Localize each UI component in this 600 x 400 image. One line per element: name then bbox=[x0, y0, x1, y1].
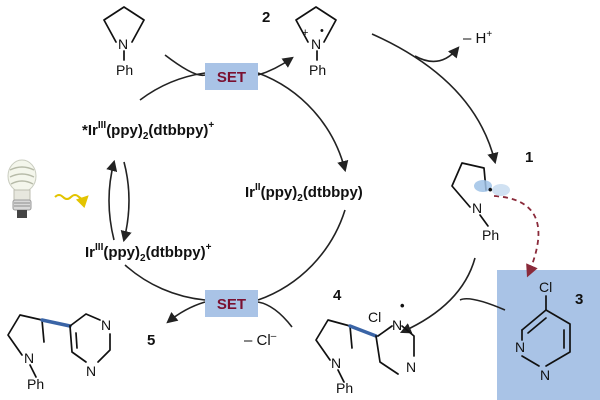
compound-2-pyrrolidine: N Ph bbox=[103, 6, 145, 78]
compound-number-5: 5 bbox=[147, 332, 155, 349]
excitation-arrow-up bbox=[106, 159, 118, 241]
atom-n: N bbox=[24, 350, 34, 366]
atom-n: N bbox=[392, 317, 402, 333]
heteroarene-join-arrow bbox=[459, 297, 506, 311]
atom-n: N bbox=[406, 359, 416, 375]
catalyst-ground-label: IrIII(ppy)2(dtbbpy)+ bbox=[85, 242, 212, 264]
pyrrolidine-radical-cation: N + • Ph bbox=[295, 6, 337, 78]
set-box-top: SET bbox=[205, 63, 258, 90]
radical-trajectory-dashed bbox=[493, 195, 540, 278]
atom-n: N bbox=[515, 339, 525, 355]
atom-n: N bbox=[540, 367, 550, 383]
set-label-top: SET bbox=[217, 69, 246, 86]
atom-cl: Cl bbox=[368, 309, 381, 325]
radical-dot: • bbox=[400, 298, 405, 313]
atom-ph: Ph bbox=[309, 62, 326, 78]
set-bottom-curve-in bbox=[257, 301, 293, 328]
atom-n: N bbox=[101, 317, 111, 333]
set-label-bottom: SET bbox=[217, 296, 246, 313]
catalyst-excited-label: *IrIII(ppy)2(dtbbpy)+ bbox=[82, 120, 214, 142]
compound-number-3: 3 bbox=[575, 291, 583, 308]
compound-number-2: 2 bbox=[262, 9, 270, 26]
chloride-loss-label: – Cl– bbox=[244, 331, 277, 349]
atom-ph: Ph bbox=[116, 62, 133, 78]
compound-3-chloropyrimidine: Cl N N bbox=[515, 279, 571, 383]
compound-5-product: N Ph N N bbox=[7, 313, 111, 392]
cycle-arc-right bbox=[257, 72, 349, 173]
cycle-arc-right-lower bbox=[257, 209, 346, 301]
atom-cl: Cl bbox=[539, 279, 552, 295]
atom-n: N bbox=[86, 363, 96, 379]
set-box-bottom: SET bbox=[205, 290, 258, 317]
atom-ph: Ph bbox=[482, 227, 499, 243]
light-bulb-icon bbox=[7, 159, 37, 218]
radical-dot: • bbox=[320, 25, 324, 37]
relaxation-arrow-down bbox=[120, 161, 132, 243]
atom-ph: Ph bbox=[27, 376, 44, 392]
compound-1-alpha-amino-radical: N Ph • bbox=[451, 162, 510, 243]
radical-addition-arrow bbox=[399, 257, 476, 334]
proton-loss-label: – H+ bbox=[463, 29, 492, 47]
cycle-arc-left-upper bbox=[139, 72, 206, 101]
cycle-arc-left-lower bbox=[124, 264, 206, 301]
compound-3-highlight-box bbox=[497, 270, 600, 400]
radical-dot: • bbox=[488, 182, 493, 197]
compound-number-4: 4 bbox=[333, 287, 342, 304]
set-bottom-curve-out bbox=[166, 301, 206, 324]
set-top-curve-in bbox=[164, 54, 206, 77]
atom-n: N bbox=[311, 36, 321, 52]
atom-n: N bbox=[331, 355, 341, 371]
atom-n: N bbox=[118, 36, 128, 52]
photon-wavy-arrow-icon bbox=[54, 194, 89, 209]
proton-loss-arrow bbox=[414, 46, 460, 63]
compound-4-radical-adduct: N Ph Cl N • N bbox=[315, 298, 416, 396]
deprotonation-arrow bbox=[371, 33, 499, 165]
atom-charge-plus: + bbox=[302, 27, 308, 39]
atom-ph: Ph bbox=[336, 380, 353, 396]
catalyst-reduced-label: IrII(ppy)2(dtbbpy) bbox=[245, 182, 363, 204]
atom-n: N bbox=[472, 200, 482, 216]
compound-number-1: 1 bbox=[525, 149, 533, 166]
set-top-curve-out bbox=[257, 56, 294, 76]
